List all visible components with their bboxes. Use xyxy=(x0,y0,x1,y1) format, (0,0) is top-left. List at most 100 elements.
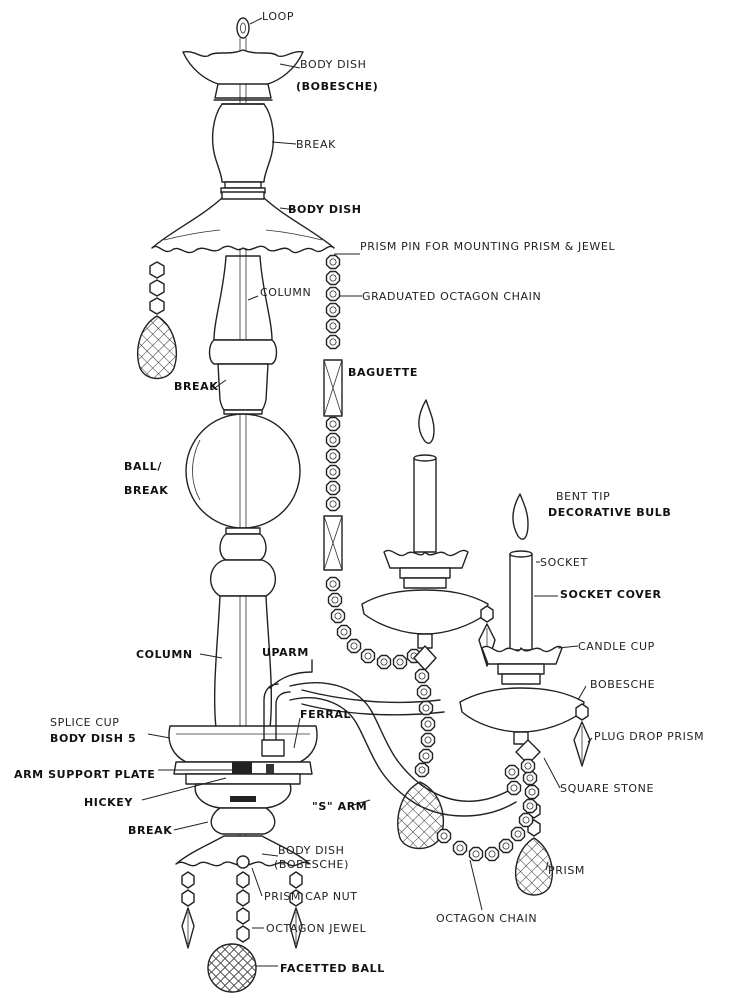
octagon-link xyxy=(418,700,434,716)
octagon-link xyxy=(414,668,430,684)
octagon-link xyxy=(452,840,468,856)
left-prism-drop xyxy=(137,261,177,380)
label-loop: LOOP xyxy=(262,10,294,23)
label-socket-cover: SOCKET COVER xyxy=(560,588,662,601)
octagon-link xyxy=(336,624,352,640)
loop xyxy=(236,17,250,39)
octagon-link xyxy=(325,480,341,496)
label-ferral: FERRAL xyxy=(300,708,351,721)
socket-lower xyxy=(509,553,533,651)
octagon-link xyxy=(325,334,341,350)
lower-break xyxy=(194,783,292,835)
octagon-link xyxy=(360,648,376,664)
octagon-link xyxy=(325,270,341,286)
octagon-link xyxy=(510,826,526,842)
label-prism-pin: PRISM PIN FOR MOUNTING PRISM & JEWEL xyxy=(360,240,615,253)
bobesche-upper xyxy=(361,589,489,635)
candle-cup-lower xyxy=(481,645,563,665)
central-body xyxy=(151,17,335,993)
lower-body-dish xyxy=(175,835,311,869)
label-prism-cap-nut: PRISM CAP NUT xyxy=(264,890,358,903)
label-octagon-chain: OCTAGON CHAIN xyxy=(436,912,537,925)
label-break-top: BREAK xyxy=(296,138,336,151)
bulb-upper xyxy=(418,399,435,444)
mid-break xyxy=(208,339,278,415)
label-square-stone: SQUARE STONE xyxy=(560,782,654,795)
octagon-link xyxy=(325,318,341,334)
label-decorative-bulb: DECORATIVE BULB xyxy=(548,506,671,519)
octagon-link xyxy=(325,496,341,512)
label-body-dish-top: BODY DISH xyxy=(300,58,366,71)
label-bobesche-top: (BOBESCHE) xyxy=(296,80,378,93)
label-candle-cup: CANDLE CUP xyxy=(578,640,655,653)
lower-dish-drops xyxy=(181,871,303,949)
lower-column xyxy=(210,527,276,729)
s-arm-prism xyxy=(397,781,444,850)
octagon-link xyxy=(420,732,436,748)
octagon-link xyxy=(420,716,436,732)
label-graduated-chain: GRADUATED OCTAGON CHAIN xyxy=(362,290,541,303)
octagon-link xyxy=(522,798,538,814)
label-break-low: BREAK xyxy=(128,824,172,837)
label-splice-cup: SPLICE CUP xyxy=(50,716,119,729)
leader-lines xyxy=(141,17,593,967)
label-octagon-jewel: OCTAGON JEWEL xyxy=(266,922,367,935)
ball xyxy=(185,413,301,529)
bobesche-lower xyxy=(459,687,585,733)
bottom-pendant xyxy=(207,871,257,993)
octagon-link xyxy=(376,654,392,670)
octagon-link xyxy=(346,638,362,654)
octagon-link xyxy=(325,286,341,302)
label-ball-break: BREAK xyxy=(124,484,168,497)
label-body-dish-mid: BODY DISH xyxy=(288,203,362,216)
label-bobesche-low: (BOBESCHE) xyxy=(274,858,349,871)
octagon-link xyxy=(522,770,538,786)
octagon-link xyxy=(392,654,408,670)
arm-support-plate xyxy=(173,761,313,786)
octagon-link xyxy=(327,592,343,608)
label-bent-tip: BENT TIP xyxy=(556,490,610,503)
label-body-dish-low: BODY DISH xyxy=(278,844,344,857)
graduated-octagon-chain xyxy=(323,254,422,670)
octagon-link xyxy=(504,764,520,780)
octagon-link xyxy=(325,464,341,480)
label-bobesche-right: BOBESCHE xyxy=(590,678,655,691)
octagon-link xyxy=(416,684,432,700)
prism-cap-nut xyxy=(236,855,250,869)
labels: LOOP BODY DISH (BOBESCHE) BREAK BODY DIS… xyxy=(14,10,704,975)
prism-right xyxy=(515,837,553,896)
upper-break xyxy=(211,103,275,194)
label-ball: BALL/ xyxy=(124,460,162,473)
octagon-link xyxy=(330,608,346,624)
octagon-link xyxy=(520,758,536,774)
octagon-link xyxy=(325,448,341,464)
label-plug-drop: PLUG DROP PRISM xyxy=(594,730,704,743)
ferral xyxy=(261,739,285,757)
label-break-mid: BREAK xyxy=(174,380,218,393)
octagon-link xyxy=(524,784,540,800)
octagon-link xyxy=(325,432,341,448)
label-s-arm: "S" ARM xyxy=(312,800,367,813)
octagon-link xyxy=(325,416,341,432)
octagon-link xyxy=(498,838,514,854)
socket-upper xyxy=(413,457,437,553)
octagon-link xyxy=(325,254,341,270)
candle-cup-upper xyxy=(383,549,469,569)
octagon-chain xyxy=(414,668,540,862)
candle-upper xyxy=(361,399,496,671)
octagon-link xyxy=(325,302,341,318)
octagon-link xyxy=(484,846,500,862)
middle-body-dish xyxy=(151,191,335,254)
label-socket: SOCKET xyxy=(540,556,588,569)
label-prism: PRISM xyxy=(548,864,585,877)
facetted-ball xyxy=(207,943,257,993)
octagon-link xyxy=(436,828,452,844)
label-uparm: UPARM xyxy=(262,646,309,659)
label-body-dish-5: BODY DISH 5 xyxy=(50,732,136,745)
octagon-link xyxy=(518,812,534,828)
label-arm-support: ARM SUPPORT PLATE xyxy=(14,768,155,781)
octagon-link xyxy=(506,780,522,796)
label-facetted-ball: FACETTED BALL xyxy=(280,962,385,975)
label-column-upper: COLUMN xyxy=(260,286,311,299)
